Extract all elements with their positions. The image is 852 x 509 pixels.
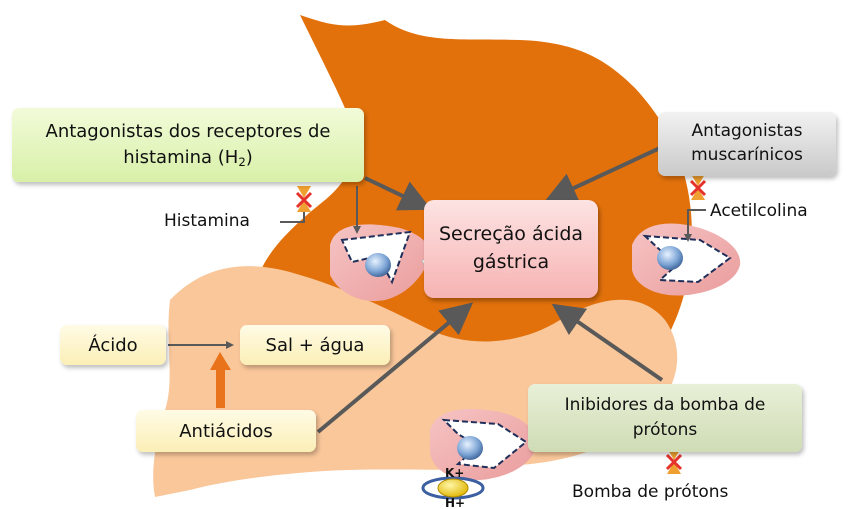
h2-antagonists-line2: histamina (H2) [123, 147, 253, 169]
acetylcholine-label: Acetilcolina [710, 201, 808, 221]
antacids-label: Antiácidos [179, 420, 273, 442]
ppi-line2: prótons [632, 420, 698, 440]
arrow-muscarinic-to-secretion [544, 146, 661, 203]
h2-antagonists-line1: Antagonistas dos receptores de [45, 120, 331, 142]
antacid-arrow [210, 352, 231, 408]
muscarinic-line2: muscarínicos [691, 145, 803, 165]
muscarinic-line1: Antagonistas [691, 121, 803, 142]
arrow-acetylcholine-to-cell [684, 209, 706, 242]
proton-pump-label: Bomba de prótons [572, 482, 729, 502]
muscarinic-antagonists-box: Antagonistas muscarínicos [658, 112, 836, 176]
acid-box: Ácido [60, 325, 166, 365]
h2-antagonists-box: Antagonistas dos receptores de histamina… [12, 108, 364, 182]
parietal-cell-bottom [430, 409, 537, 481]
k-ion-label: K+ [445, 466, 464, 480]
arrow-h2-to-secretion [364, 176, 432, 211]
h-ion-label: H+ [445, 496, 465, 509]
gastric-secretion-box: Secreção ácida gástrica [424, 200, 598, 298]
arrow-antacids-to-secretion [316, 302, 474, 434]
antacids-box: Antiácidos [136, 410, 316, 452]
block-icon-histamine [295, 186, 313, 212]
block-icon-acetylcholine [689, 174, 707, 200]
gastric-secretion-line1: Secreção ácida [438, 223, 584, 246]
gastric-secretion-line2: gástrica [472, 251, 550, 273]
salt-water-box: Sal + água [240, 325, 390, 365]
acid-label: Ácido [88, 334, 138, 356]
arrow-ppi-to-secretion [551, 303, 664, 382]
proton-pump-icon [421, 476, 485, 500]
parietal-cell-left [330, 224, 430, 302]
salt-water-label: Sal + água [265, 334, 365, 356]
ppi-line1: Inibidores da bomba de [564, 395, 766, 416]
histamine-label: Histamina [164, 211, 250, 231]
ppi-box: Inibidores da bomba de prótons [528, 384, 802, 452]
arrow-histamine-to-cell [280, 210, 305, 223]
parietal-cell-right [632, 223, 741, 296]
